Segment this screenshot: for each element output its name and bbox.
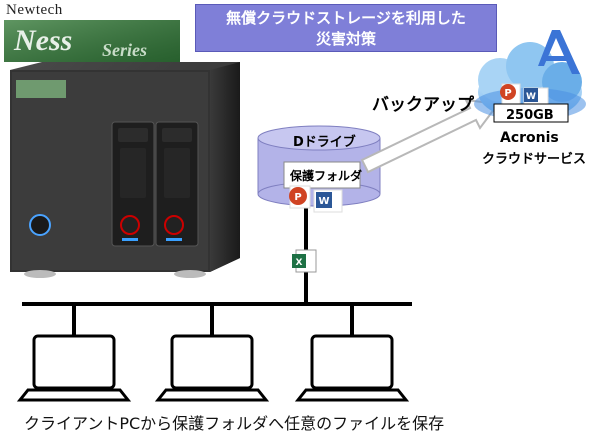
d-drive-label: Dドライブ bbox=[293, 135, 356, 150]
powerpoint-file-icon-folder: P bbox=[289, 185, 311, 209]
capacity-box bbox=[493, 103, 569, 123]
title-line-1: 無償クラウドストレージを利用した bbox=[226, 9, 466, 27]
svg-text:P: P bbox=[294, 192, 301, 203]
power-icon bbox=[29, 214, 51, 236]
svg-text:W: W bbox=[318, 196, 329, 207]
protected-folder bbox=[283, 161, 361, 189]
svg-text:X: X bbox=[296, 258, 303, 268]
nas-device bbox=[10, 62, 240, 278]
client-laptop-2 bbox=[154, 334, 270, 402]
backup-label: バックアップ bbox=[372, 95, 474, 115]
svg-text:Series: Series bbox=[102, 40, 147, 60]
acronis-name-label: Acronis bbox=[500, 130, 559, 146]
title-banner: 無償クラウドストレージを利用した 災害対策 bbox=[195, 4, 497, 52]
svg-text:P: P bbox=[504, 88, 511, 99]
protected-folder-label: 保護フォルダ bbox=[290, 169, 363, 183]
client-laptop-1 bbox=[16, 334, 132, 402]
excel-file-icon: X bbox=[292, 249, 317, 273]
brand-maker: Newtech bbox=[6, 2, 63, 18]
word-file-icon-folder: W bbox=[313, 189, 343, 213]
svg-text:W: W bbox=[526, 92, 536, 102]
diagram-caption: クライアントPCから保護フォルダへ任意のファイルを保存 bbox=[24, 414, 445, 433]
svg-text:Ness: Ness bbox=[13, 24, 72, 57]
acronis-logo-icon bbox=[538, 30, 580, 74]
powerpoint-file-icon-cloud: P bbox=[500, 83, 521, 105]
ness-series-logo: Ness Series bbox=[4, 20, 180, 62]
client-laptop-3 bbox=[294, 334, 410, 402]
cloud-service-label: クラウドサービス bbox=[482, 152, 587, 167]
backup-arrow bbox=[360, 98, 500, 174]
title-line-2: 災害対策 bbox=[315, 30, 376, 48]
cloud-capacity-label: 250GB bbox=[506, 108, 554, 123]
